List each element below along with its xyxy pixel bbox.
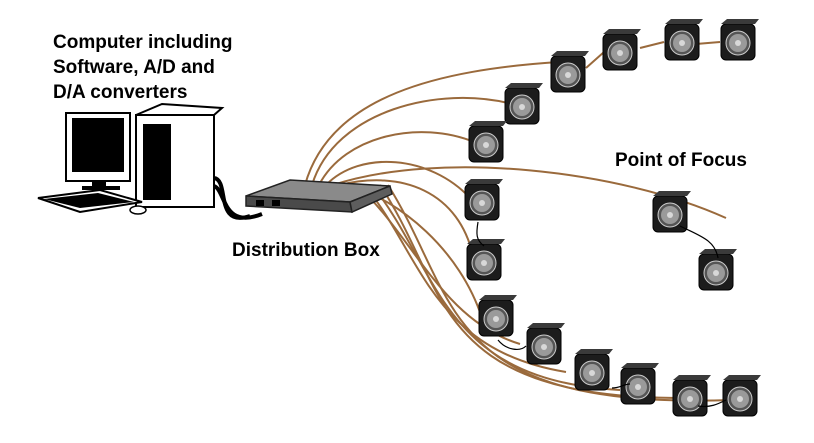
speaker-links xyxy=(476,221,727,408)
speaker-icon xyxy=(664,19,703,61)
speaker-icon xyxy=(672,375,711,417)
speaker-icon xyxy=(652,191,691,233)
speaker-icon xyxy=(602,29,641,71)
computer-caption-line-3: D/A converters xyxy=(53,82,188,103)
speaker-group xyxy=(464,19,761,417)
speaker-icon xyxy=(550,51,589,93)
point-of-focus-caption: Point of Focus xyxy=(615,150,747,171)
computer-caption-line-1: Computer including xyxy=(53,32,233,53)
speaker-icon xyxy=(526,323,565,365)
distribution-box-caption: Distribution Box xyxy=(232,240,380,261)
speaker-icon xyxy=(722,375,761,417)
speaker-icon xyxy=(468,121,507,163)
speaker-icon xyxy=(620,363,659,405)
speaker-icon xyxy=(478,295,517,337)
computer-icon xyxy=(37,102,263,220)
speaker-icon xyxy=(698,249,737,291)
distribution-box xyxy=(245,179,393,214)
speaker-icon xyxy=(466,239,505,281)
speaker-icon xyxy=(720,19,759,61)
computer-caption: Computer including Software, A/D and D/A… xyxy=(53,30,232,105)
computer-caption-line-2: Software, A/D and xyxy=(53,57,215,78)
speaker-icon xyxy=(574,349,613,391)
speaker-icon xyxy=(504,83,543,125)
speaker-icon xyxy=(464,179,503,221)
